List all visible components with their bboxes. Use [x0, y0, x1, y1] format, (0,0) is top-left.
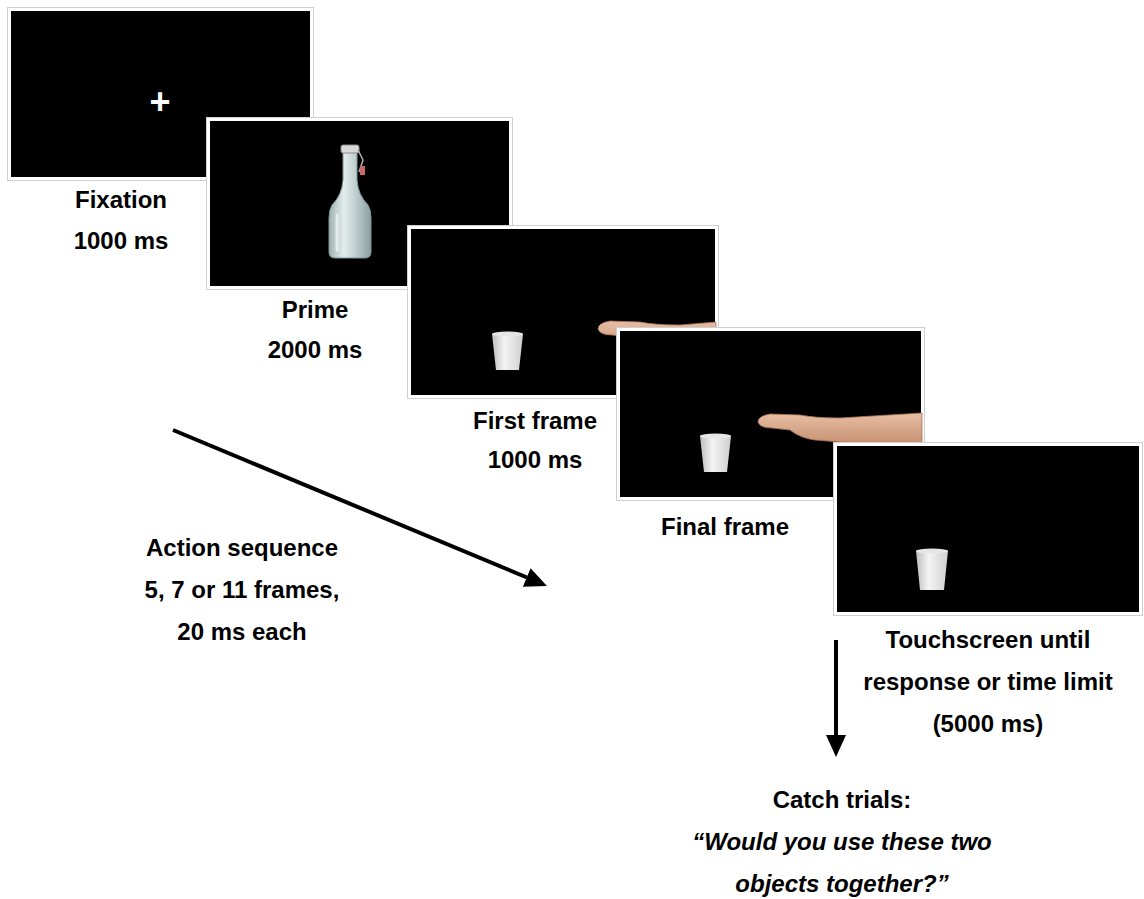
frame-label: Final frame: [645, 507, 805, 547]
frame-label: Touchscreen until response or time limit…: [838, 619, 1138, 745]
sequence-label: Action sequence 5, 7 or 11 frames, 20 ms…: [137, 527, 347, 653]
frame-label: First frame 1000 ms: [460, 401, 610, 479]
frame-label: Prime 2000 ms: [260, 290, 370, 370]
arrow-head: [826, 735, 846, 757]
catch-arrow: [834, 640, 838, 737]
arrow-head: [523, 568, 547, 586]
screen-frame: Final frame: [617, 328, 924, 500]
hand-picture: [758, 413, 922, 446]
cup-picture: [492, 332, 523, 371]
fixation-cross: +: [140, 80, 180, 124]
bottle-picture: [329, 145, 371, 258]
cup-picture: [916, 549, 948, 591]
catch-question: “Would you use these two objects togethe…: [672, 821, 1012, 899]
frame-label: Fixation 1000 ms: [56, 179, 186, 261]
screen-frame: Touchscreen until response or time limit…: [834, 443, 1142, 615]
cup-picture: [700, 434, 731, 473]
screen-frame: First frame 1000 ms: [408, 226, 718, 398]
screen: [836, 445, 1141, 614]
screen-frame: Prime 2000 ms: [207, 118, 512, 289]
catch-label: Catch trials:: [742, 780, 942, 820]
screen-frame: +Fixation 1000 ms: [8, 8, 313, 180]
screen-outline: [834, 443, 1143, 616]
